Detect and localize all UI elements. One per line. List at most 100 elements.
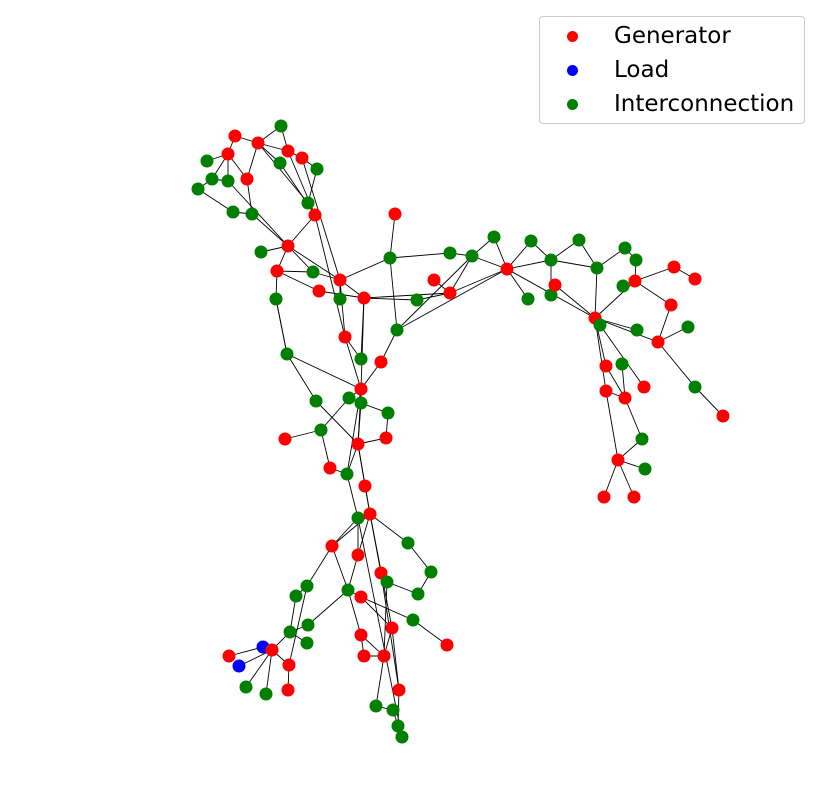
- graph-edge: [357, 402, 362, 445]
- interconnection-node: [341, 583, 355, 597]
- interconnection-node: [590, 261, 604, 275]
- interconnection-node: [300, 636, 314, 650]
- graph-edge: [339, 257, 391, 281]
- interconnection-node: [300, 579, 314, 593]
- graph-edge: [389, 252, 451, 259]
- generator-node: [354, 628, 368, 642]
- interconnection-node: [205, 172, 219, 186]
- graph-edge: [389, 257, 398, 331]
- graph-edge: [617, 459, 635, 498]
- interconnection-node: [306, 265, 320, 279]
- interconnection-node: [688, 380, 702, 394]
- graph-edge: [276, 270, 320, 292]
- graph-edge: [287, 214, 316, 247]
- generator-node: [281, 144, 295, 158]
- graph-edge: [357, 443, 366, 487]
- graph-edge: [265, 649, 273, 695]
- graph-edge: [360, 596, 393, 629]
- graph-edge: [346, 473, 359, 519]
- generator-node: [221, 147, 235, 161]
- interconnection-node: [572, 233, 586, 247]
- graph-edge: [245, 649, 273, 688]
- generator-node: [270, 264, 284, 278]
- interconnection-node: [410, 293, 424, 307]
- interconnection-node: [638, 462, 652, 476]
- interconnection-node: [273, 156, 287, 170]
- graph-edge: [383, 581, 388, 657]
- graph-edge: [286, 353, 362, 390]
- generator-node: [363, 507, 377, 521]
- generator-node: [357, 291, 371, 305]
- interconnection-node: [487, 230, 501, 244]
- generator-node: [333, 273, 347, 287]
- legend-marker-interconnection: [567, 98, 578, 110]
- graph-edge: [554, 284, 596, 319]
- generator-node: [716, 409, 730, 423]
- interconnection-node: [618, 241, 632, 255]
- graph-edge: [624, 397, 643, 440]
- generator-node: [358, 479, 372, 493]
- interconnection-node: [681, 320, 695, 334]
- interconnection-node: [351, 511, 365, 525]
- generator-node: [379, 431, 393, 445]
- interconnection-node: [301, 618, 315, 632]
- interconnection-node: [411, 587, 425, 601]
- generator-node: [282, 658, 296, 672]
- graph-edge: [657, 304, 672, 343]
- interconnection-node: [629, 253, 643, 267]
- generator-node: [651, 335, 665, 349]
- generator-node: [308, 208, 322, 222]
- generator-node: [599, 359, 613, 373]
- interconnection-node: [401, 536, 415, 550]
- graph-edge: [306, 545, 333, 587]
- interconnection-node: [200, 154, 214, 168]
- generator-node: [443, 286, 457, 300]
- graph-edge: [251, 213, 289, 247]
- graph-nodes: [191, 119, 730, 744]
- graph-edge: [357, 513, 371, 556]
- graph-edge: [634, 280, 672, 306]
- generator-node: [628, 274, 642, 288]
- interconnection-node: [630, 323, 644, 337]
- graph-edge: [360, 297, 365, 390]
- interconnection-node: [191, 182, 205, 196]
- legend-label: Interconnection: [614, 91, 795, 117]
- interconnection-node: [635, 432, 649, 446]
- interconnection-node: [386, 703, 400, 717]
- generator-node: [312, 284, 326, 298]
- generator-node: [351, 437, 365, 451]
- interconnection-node: [544, 288, 558, 302]
- interconnection-node: [283, 625, 297, 639]
- interconnection-node: [314, 423, 328, 437]
- graph-edge: [396, 255, 473, 331]
- generator-node: [281, 683, 295, 697]
- generator-node: [295, 151, 309, 165]
- generator-node: [627, 490, 641, 504]
- generator-node: [388, 207, 402, 221]
- interconnection-node: [615, 357, 629, 371]
- generator-node: [354, 590, 368, 604]
- graph-edge: [339, 279, 346, 338]
- graph-edge: [396, 268, 508, 331]
- interconnection-node: [380, 575, 394, 589]
- interconnection-node: [354, 352, 368, 366]
- generator-node: [548, 278, 562, 292]
- graph-edge: [363, 292, 451, 299]
- interconnection-node: [354, 396, 368, 410]
- generator-node: [228, 129, 242, 143]
- interconnection-node: [443, 246, 457, 260]
- graph-edge: [197, 188, 234, 213]
- graph-edge: [389, 213, 396, 259]
- interconnection-node: [406, 613, 420, 627]
- graph-edge: [288, 585, 308, 666]
- generator-node: [325, 539, 339, 553]
- legend-label: Load: [614, 57, 670, 83]
- interconnection-node: [383, 251, 397, 265]
- graph-edge: [287, 245, 341, 281]
- graph-edge: [369, 513, 409, 544]
- graph-edge: [320, 429, 331, 469]
- interconnection-node: [524, 234, 538, 248]
- interconnection-node: [259, 687, 273, 701]
- interconnection-node: [369, 699, 383, 713]
- legend: Generator Load Interconnection: [539, 16, 805, 124]
